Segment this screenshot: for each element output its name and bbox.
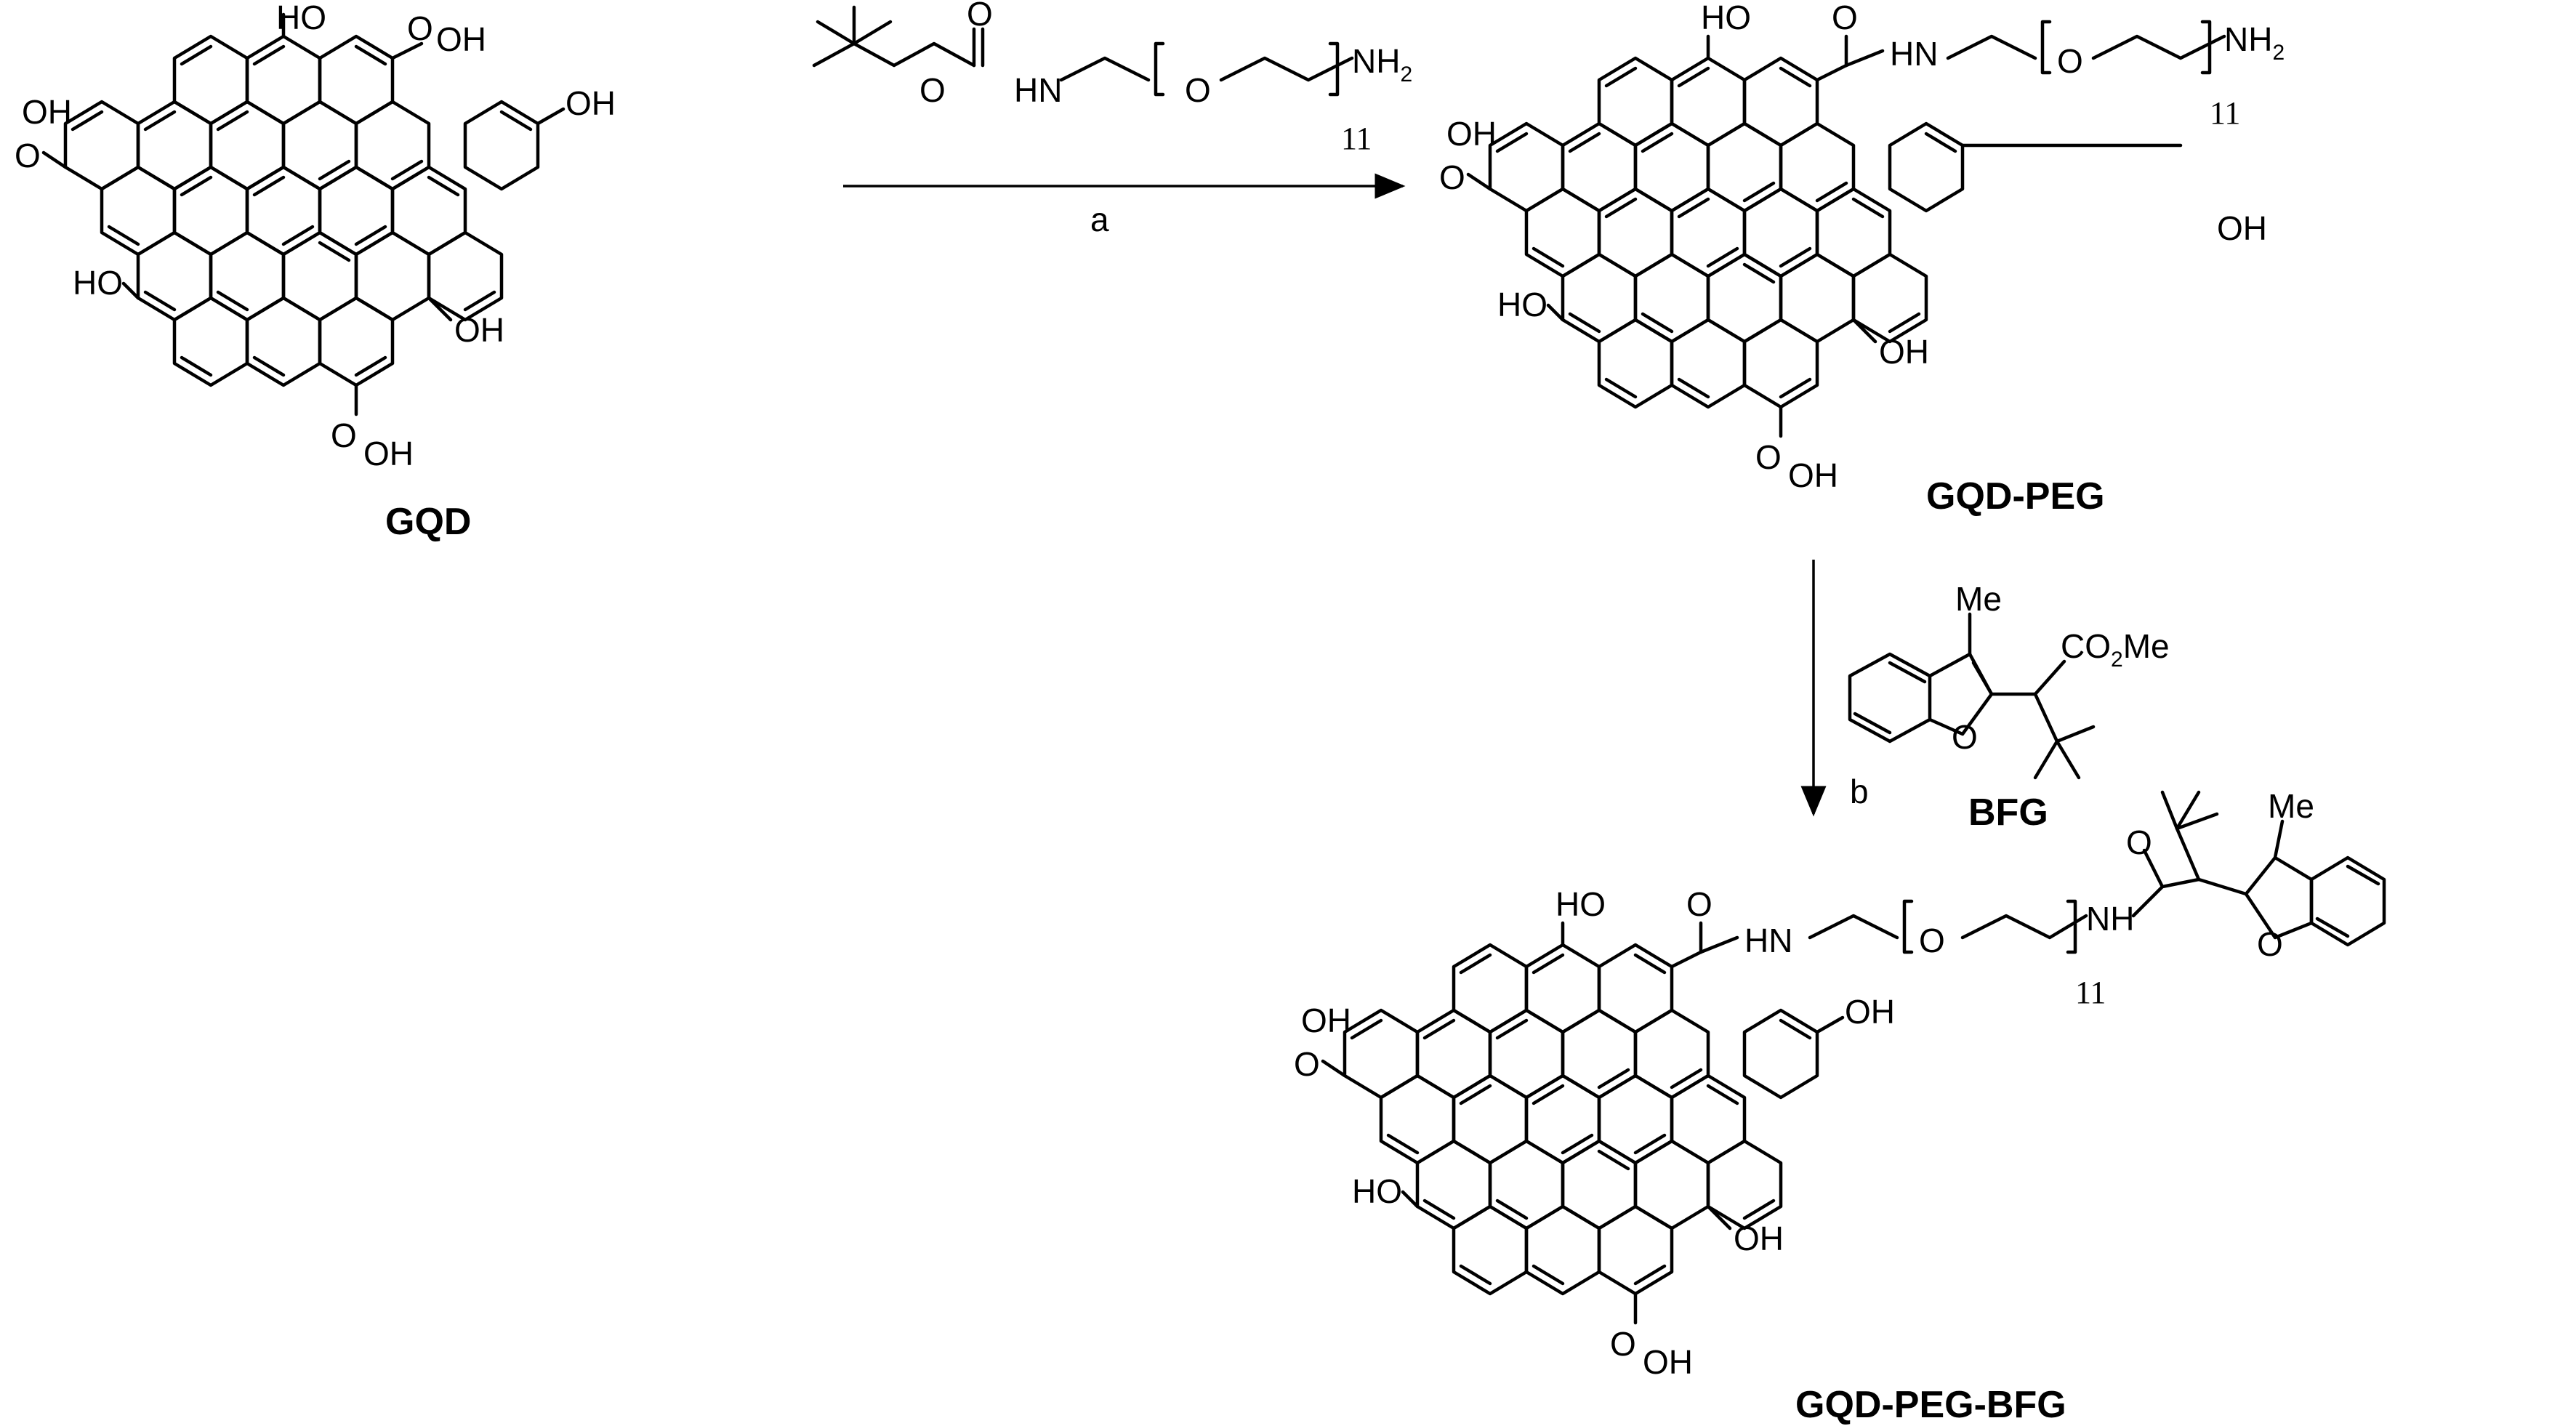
final-cooh-left-oh: OH (1301, 1002, 1351, 1039)
final-oh-bottom: OH (1734, 1220, 1784, 1257)
caption-bfg: BFG (1968, 791, 2048, 834)
final-peg-o: O (1919, 922, 1945, 959)
gqdpeg-oh-bottom: OH (1879, 333, 1929, 371)
final-bfg-amide-o: O (2126, 823, 2152, 861)
gqd-oh-bottom: OH (454, 311, 504, 349)
final-hn: HN (1744, 922, 1792, 959)
gqdpeg-cooh-left-o: O (1439, 158, 1465, 196)
gqd-cooh-topright-o: O (407, 9, 433, 47)
gqdpeg-amide-o: O (1832, 0, 1858, 36)
gqdpeg-ho-top: HO (1701, 0, 1751, 36)
gqdpeg-cooh-bottom-oh: OH (1788, 456, 1838, 494)
final-nh: NH (2086, 900, 2134, 938)
caption-gqd-peg-bfg: GQD-PEG-BFG (1795, 1384, 2066, 1426)
gqd-oh-top: HO (276, 0, 326, 36)
final-repeat: 11 (2075, 975, 2106, 1010)
reagent-a-hn: HN (1014, 71, 1062, 109)
gqd-peg-bfg-structure: HO O HN O NH 11 O Me O OH OH O HO OH O O… (1294, 787, 2386, 1381)
final-amide-o: O (1686, 885, 1712, 923)
reagent-a-peg-o: O (1185, 71, 1211, 109)
final-ho-top: HO (1555, 885, 1606, 923)
final-ho-left: HO (1352, 1172, 1402, 1210)
bfg-me: Me (1955, 580, 2002, 618)
condition-a: a (1090, 201, 1109, 238)
gqd-cooh-left-o: O (15, 137, 41, 174)
gqd-cooh-bottom-o: O (331, 416, 357, 454)
final-cooh-bottom-oh: OH (1643, 1343, 1693, 1381)
gqd-cooh-left-oh: OH (22, 93, 72, 131)
gqd-ho-left: HO (73, 264, 123, 302)
bfg-ester: CO2Me (2061, 627, 2170, 672)
bfg-structure: Me O CO2Me (1848, 580, 2170, 780)
final-cooh-left-o: O (1294, 1045, 1320, 1083)
boc-peg-amine-reagent: O O HN O NH2 11 (812, 0, 1412, 156)
gqdpeg-ho-left: HO (1497, 286, 1547, 323)
reagent-a-repeat: 11 (1341, 121, 1372, 156)
gqdpeg-repeat: 11 (2210, 95, 2240, 131)
gqdpeg-cooh-bottom-o: O (1755, 438, 1782, 476)
final-cooh-bottom-o: O (1610, 1325, 1636, 1363)
condition-b: b (1850, 773, 1869, 810)
final-oh-right: OH (1845, 993, 1895, 1031)
gqdpeg-hn: HN (1890, 35, 1938, 73)
final-bfg-me: Me (2268, 787, 2314, 825)
gqd-peg-structure: HO O HN O NH2 11 OH OH O HO OH O OH (1439, 0, 2285, 494)
caption-gqd-peg: GQD-PEG (1926, 475, 2105, 517)
final-bfg-ring-o: O (2257, 925, 2283, 963)
gqdpeg-peg-o: O (2057, 42, 2083, 80)
gqd-cooh-topright-oh: OH (436, 20, 486, 58)
bfg-ring-o: O (1952, 718, 1978, 756)
gqdpeg-cooh-left-oh: OH (1446, 115, 1497, 153)
caption-gqd: GQD (385, 501, 471, 543)
reagent-a-carbonyl-o: O (967, 0, 993, 33)
gqd-oh-right: OH (565, 84, 616, 122)
gqd-structure: HO OH OH O OH O HO OH O OH (15, 0, 616, 472)
gqd-cooh-bottom-oh: OH (363, 435, 414, 472)
reagent-a-nh2: NH2 (1352, 42, 1412, 86)
gqdpeg-nh2: NH2 (2224, 20, 2285, 65)
gqdpeg-oh-right: OH (2217, 209, 2267, 247)
reagent-a-ester-o: O (919, 71, 946, 109)
